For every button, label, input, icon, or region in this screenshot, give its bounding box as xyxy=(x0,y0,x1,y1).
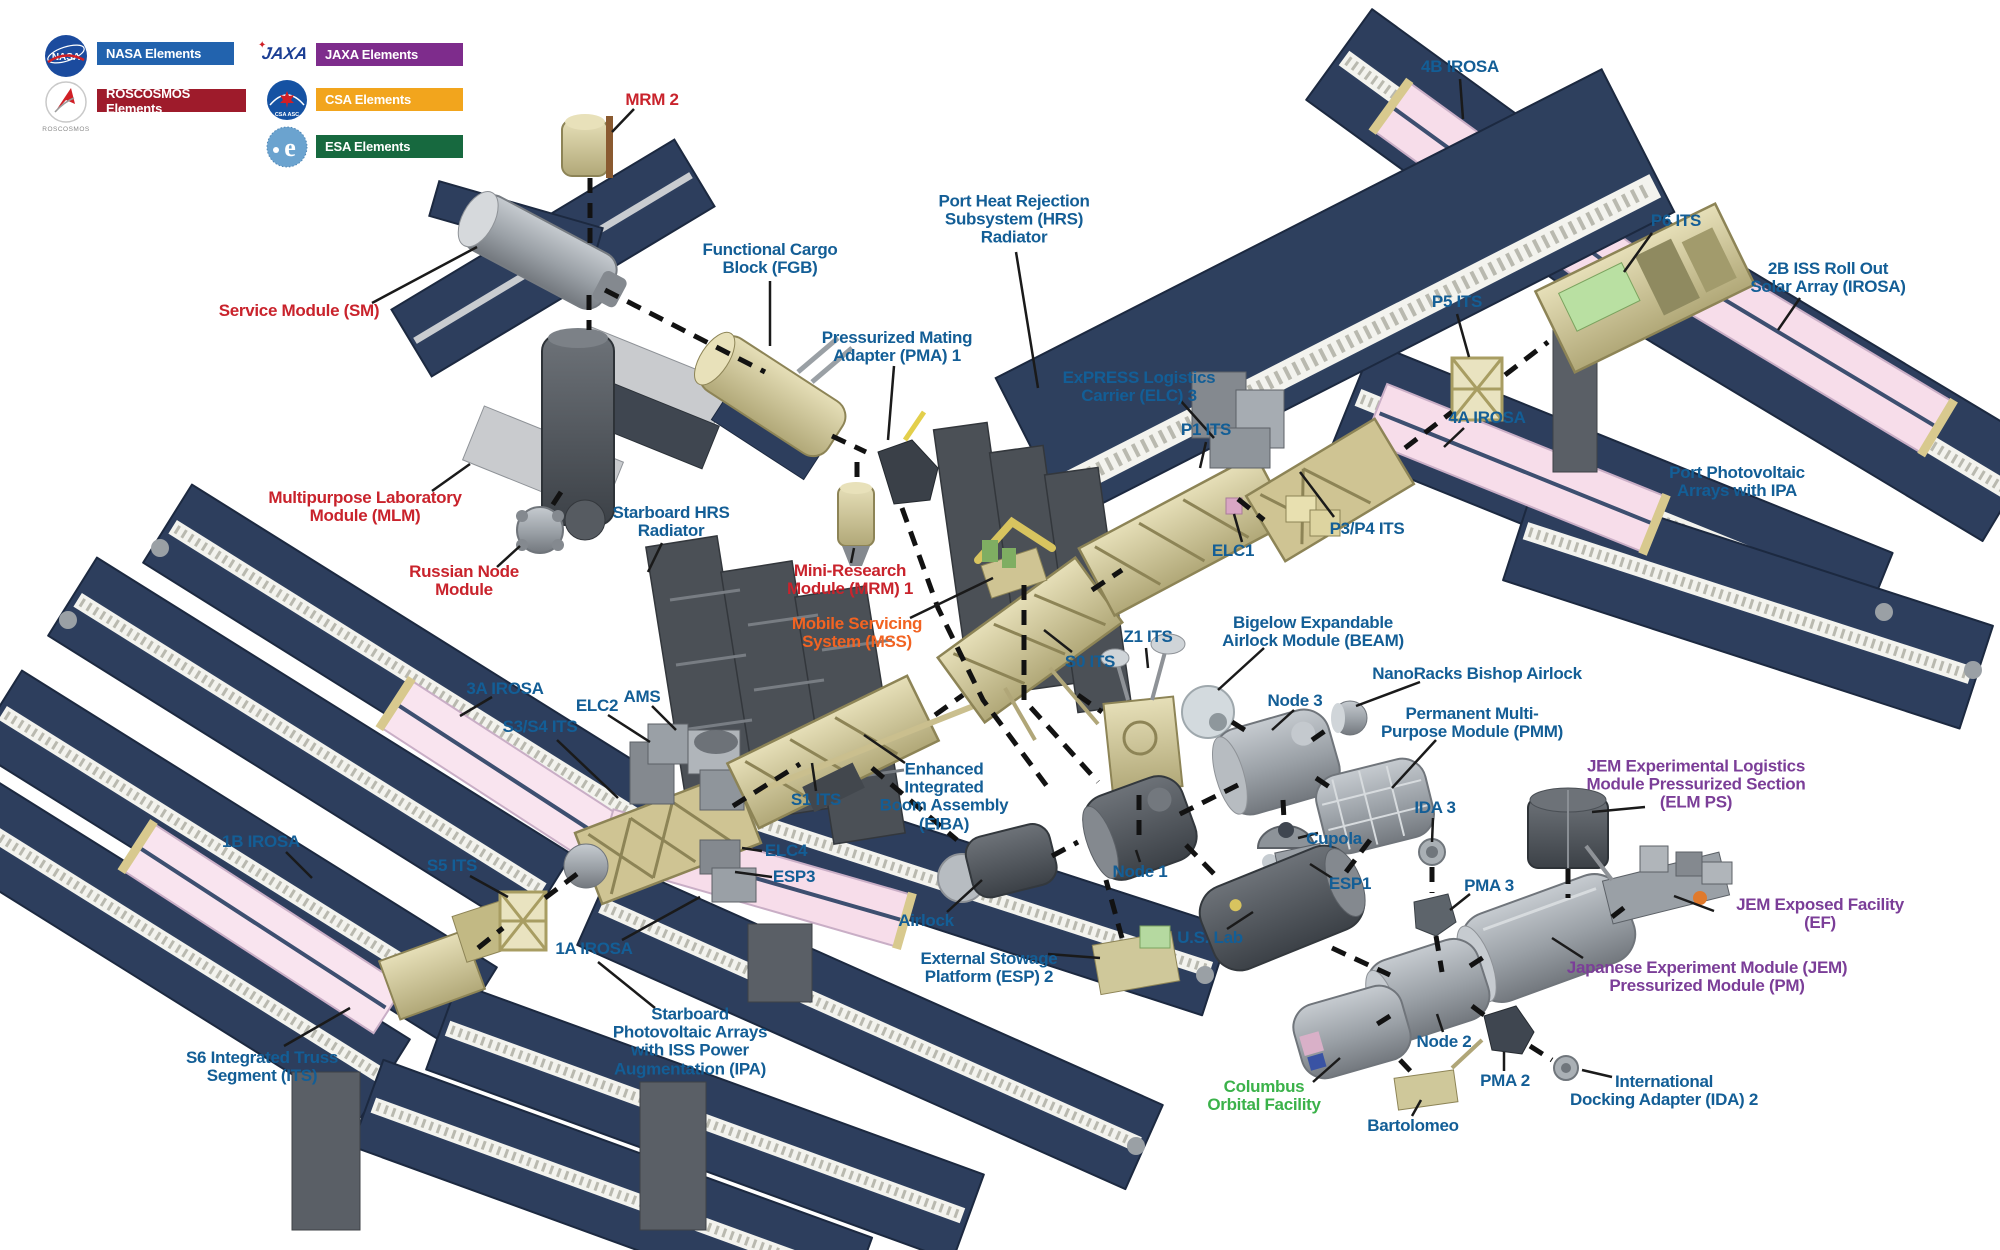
pma2-adapter xyxy=(1483,1005,1535,1055)
russian-segment xyxy=(390,114,939,566)
legend-item-csa: CSA Elements xyxy=(316,88,463,111)
legend-label-roscosmos: ROSCOSMOS Elements xyxy=(106,85,191,116)
csa-logo-icon: CSA ASC xyxy=(267,80,307,120)
airlock-module xyxy=(937,823,1058,903)
pmm-module xyxy=(1315,757,1435,855)
legend-item-nasa: NASA Elements xyxy=(97,42,234,65)
nanoracks-airlock xyxy=(1331,700,1368,736)
jaxa-logo-star: ✦ xyxy=(258,40,267,51)
elc3-cluster xyxy=(1191,371,1285,469)
legend-item-esa: ESA Elements xyxy=(316,135,463,158)
node3-module xyxy=(1212,708,1341,816)
fgb-module xyxy=(694,331,854,481)
columbus-module xyxy=(1292,984,1412,1080)
legend-label-esa: ESA Elements xyxy=(325,139,411,154)
z1-cluster xyxy=(1100,633,1186,795)
service-module-body xyxy=(457,191,627,310)
roscosmos-logo-icon xyxy=(45,81,87,123)
connector-dashes xyxy=(476,178,1632,1078)
legend-item-roscosmos: ROSCOSMOS Elements xyxy=(97,86,246,116)
jem-ef-platform xyxy=(1584,844,1733,925)
truss-segments xyxy=(377,202,1757,1021)
legend-label-jaxa: JAXA Elements xyxy=(325,47,419,62)
pma1-adapter xyxy=(877,410,939,505)
mss-arm xyxy=(974,516,1056,599)
jaxa-logo-icon: JAXA xyxy=(260,44,309,63)
legend-label-csa: CSA Elements xyxy=(325,92,411,107)
mrm1-module xyxy=(837,482,875,566)
roscosmos-caption: ROSCOSMOS xyxy=(42,126,90,133)
nasa-logo-icon: NASA xyxy=(45,35,87,77)
legend-label-nasa: NASA Elements xyxy=(106,46,202,61)
us-modules xyxy=(937,685,1733,1111)
bartolomeo-platform xyxy=(1393,1038,1484,1111)
mrm2-module xyxy=(561,114,613,178)
pma3-adapter xyxy=(1413,893,1457,937)
esp2-platform xyxy=(1091,925,1181,996)
ida3-ring xyxy=(1418,838,1446,866)
svg-text:CSA ASC: CSA ASC xyxy=(275,112,299,118)
leader-lines xyxy=(283,78,1802,1117)
svg-text:e: e xyxy=(284,133,296,162)
beam-sphere xyxy=(1181,685,1235,739)
elc4-esp3-cluster xyxy=(699,839,757,903)
russian-node-sphere xyxy=(516,506,564,554)
esa-logo-icon: e xyxy=(266,126,308,168)
svg-text:NASA: NASA xyxy=(52,52,80,63)
legend-item-jaxa: JAXA Elements xyxy=(316,43,463,66)
radiators xyxy=(291,68,1676,1231)
us-lab-module xyxy=(1198,844,1366,972)
mlm-module xyxy=(461,326,732,541)
ida2-ring xyxy=(1553,1055,1579,1081)
